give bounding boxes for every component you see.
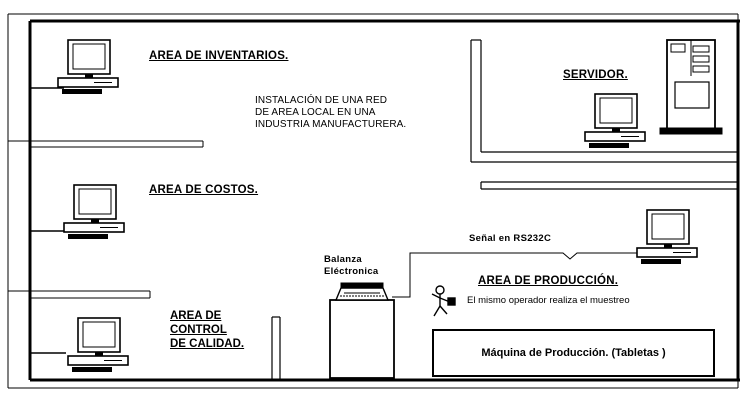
calidad-computer-icon [67, 317, 129, 373]
area-calidad-label: AREA DE CONTROL DE CALIDAD. [170, 309, 244, 351]
area-calidad-line-1: AREA DE [170, 310, 222, 322]
signal-label: Señal en RS232C [469, 233, 552, 244]
operator-figure-icon [431, 285, 456, 317]
balanza-line-1: Balanza [324, 254, 363, 265]
balanza-line-2: Eléctronica [324, 266, 379, 277]
network-cable [30, 87, 650, 354]
area-inventarios-label: AREA DE INVENTARIOS. [149, 50, 289, 62]
area-calidad-line-3: DE CALIDAD. [170, 338, 245, 350]
operator-note: El mismo operador realiza el muestreo [467, 295, 630, 306]
produccion-computer-icon [636, 209, 698, 265]
diagram-title: INSTALACIÓN DE UNA RED DE AREA LOCAL EN … [255, 95, 406, 131]
costos-computer-icon [63, 184, 125, 240]
area-costos-label: AREA DE COSTOS. [149, 184, 259, 196]
servidor-terminal-icon [584, 93, 646, 149]
production-machine-box: Máquina de Producción. (Tabletas ) [432, 329, 715, 377]
inventarios-computer-icon [57, 39, 119, 95]
building-walls [7, 13, 740, 389]
production-machine-label: Máquina de Producción. (Tabletas ) [481, 347, 666, 359]
area-produccion-label: AREA DE PRODUCCIÓN. [478, 275, 619, 287]
diagram-title-line-2: DE AREA LOCAL EN UNA [255, 107, 376, 118]
server-tower-icon [659, 39, 723, 135]
diagram-title-line-1: INSTALACIÓN DE UNA RED [255, 95, 388, 106]
electronic-scale-icon [329, 282, 395, 379]
area-servidor-label: SERVIDOR. [563, 69, 628, 81]
area-calidad-line-2: CONTROL [170, 324, 227, 336]
diagram-title-line-3: INDUSTRIA MANUFACTURERA. [255, 119, 407, 130]
balanza-label: Balanza Eléctronica [324, 254, 379, 278]
